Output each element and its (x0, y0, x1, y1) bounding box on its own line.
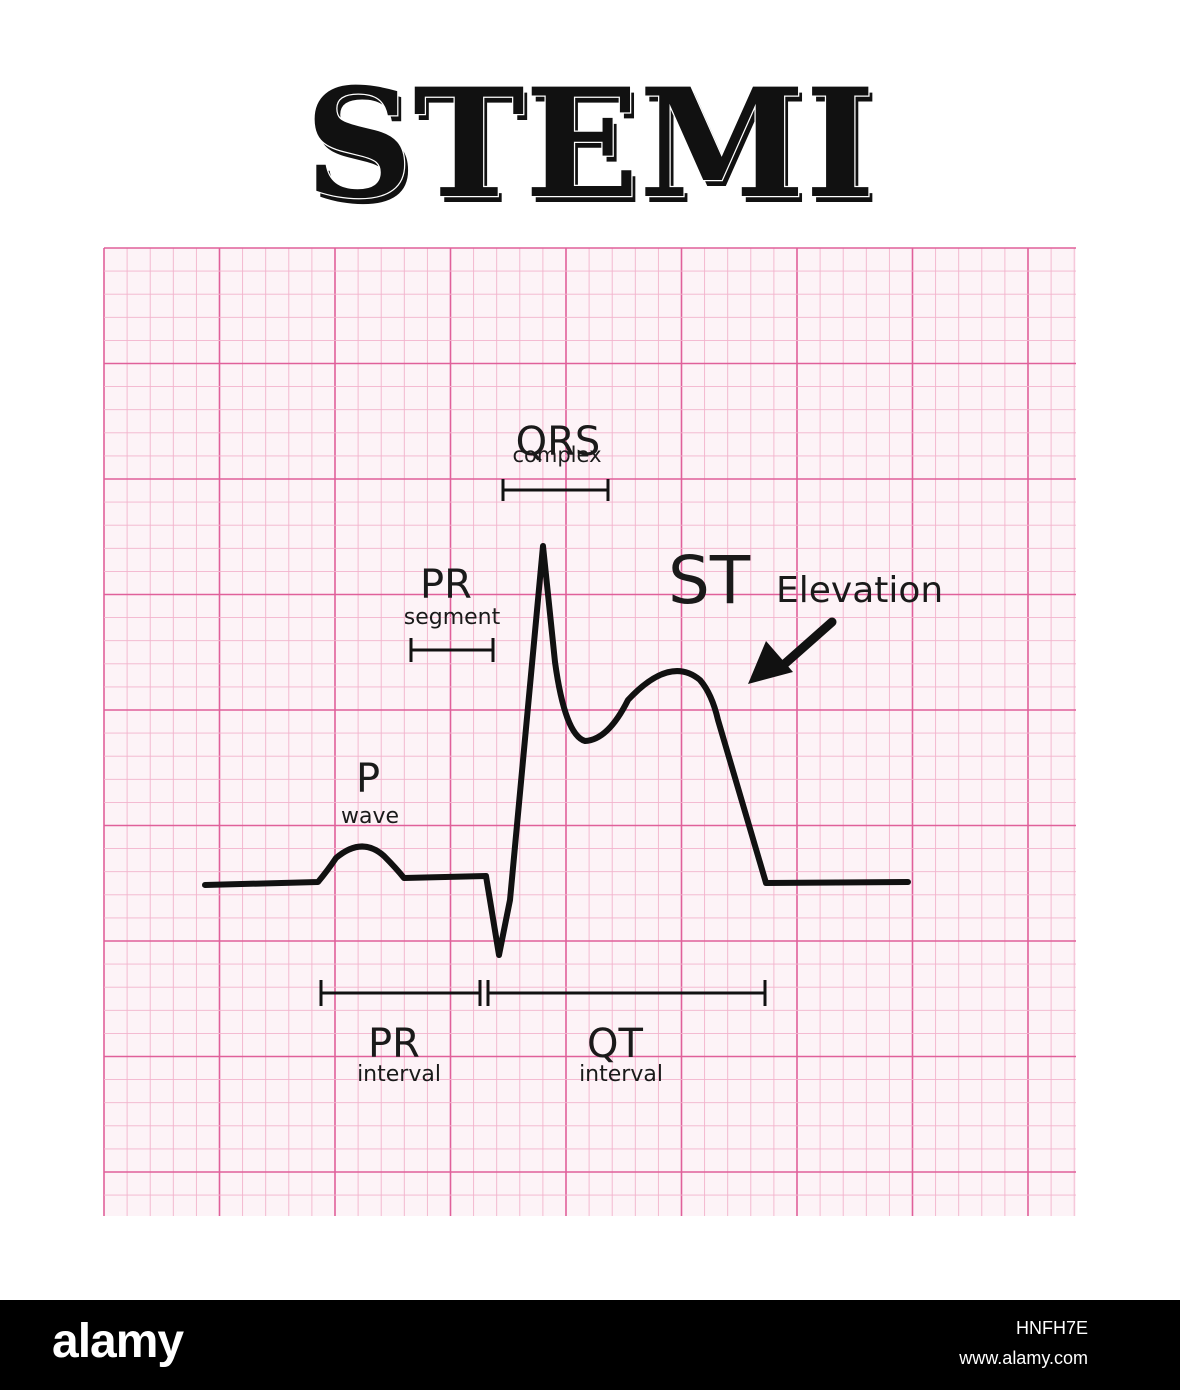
pr-interval-sub-label: interval (357, 1062, 441, 1087)
title-shadow: STEMI (309, 62, 879, 238)
page-title: STEMI (305, 56, 875, 232)
image-code: HNFH7E (1015, 1318, 1088, 1338)
title-group: STEMI STEMI (304, 55, 880, 238)
stemi-diagram: STEMI STEMI QRS complex PR segment ST (103, 55, 1076, 1216)
ecg-grid (103, 247, 1076, 1216)
pr-segment-bracket (409, 638, 495, 662)
pr-segment-label: PR (420, 562, 472, 608)
st-elevation-arrow (748, 617, 837, 684)
footer-bar: alamy HNFH7E www.alamy.com (0, 1300, 1180, 1390)
qrs-sub-label: complex (513, 443, 602, 467)
site-url: www.alamy.com (959, 1348, 1088, 1368)
brand-logo: alamy (52, 1315, 184, 1368)
qrs-label: QRS (516, 419, 601, 465)
ecg-trace (202, 543, 911, 958)
st-label: ST (668, 542, 751, 619)
qt-interval-sub-label: interval (579, 1062, 663, 1087)
pr-interval-label: PR (368, 1021, 420, 1067)
pr-segment-sub-label: segment (404, 605, 501, 630)
qt-interval-label: QT (587, 1021, 643, 1067)
p-wave-sub-label: wave (341, 804, 399, 829)
qt-interval-bracket (486, 980, 767, 1006)
p-wave-label: P (356, 756, 380, 802)
st-elevation-label: Elevation (776, 570, 943, 611)
qrs-bracket (501, 479, 610, 501)
pr-interval-bracket (319, 980, 482, 1006)
